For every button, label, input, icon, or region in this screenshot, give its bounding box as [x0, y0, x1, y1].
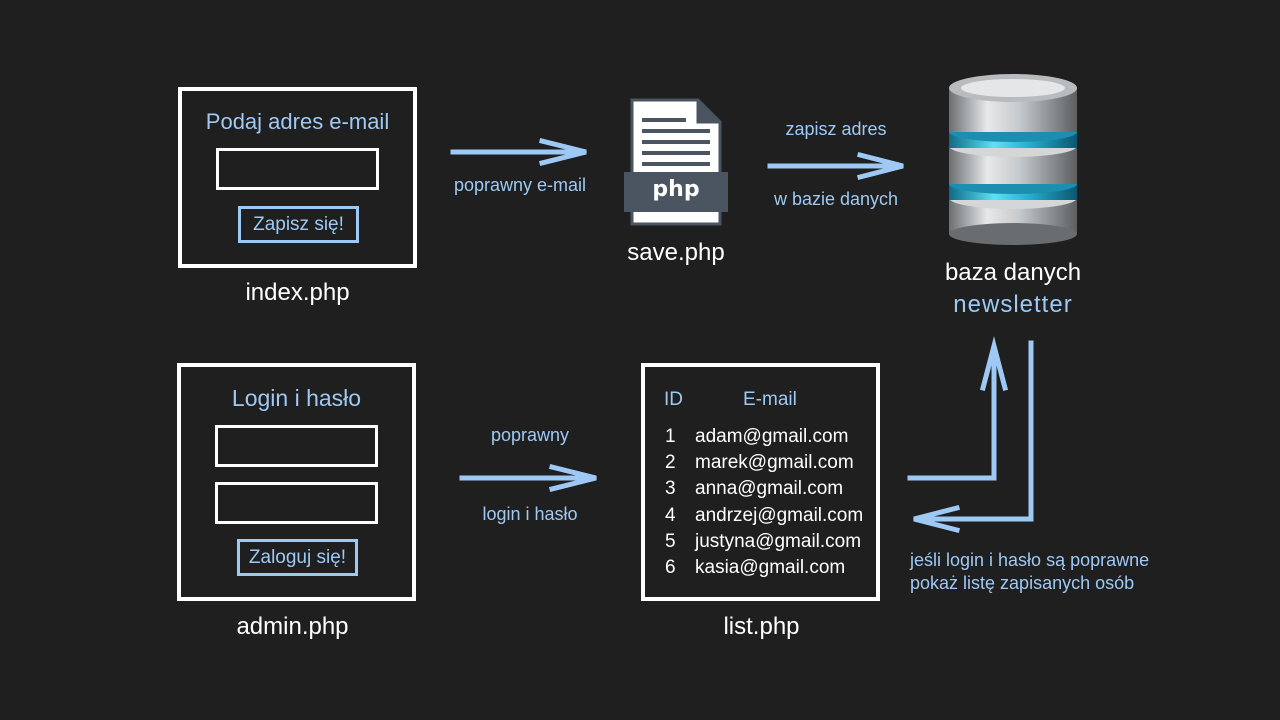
list-caption: list.php: [723, 613, 800, 640]
list-table-box: ID E-mail 1 adam@gmail.com 2 marek@gmail.co…: [641, 363, 880, 601]
list-row-id: 1: [665, 426, 676, 447]
arrow-list-to-db: [907, 336, 1009, 481]
arrow-db-to-list: [913, 340, 1034, 534]
list-row-id: 6: [665, 557, 676, 578]
arrow-admin-list-label-top: poprawny: [490, 425, 570, 445]
arrow-admin-list-label-bottom: login i hasło: [482, 504, 578, 524]
subscribe-button[interactable]: Zapisz się!: [238, 206, 359, 243]
arrow-list-db-note-line2: pokaż listę zapisanych osób: [910, 573, 1135, 593]
arrow-save-to-db: [767, 151, 904, 181]
login-button[interactable]: Zaloguj się!: [237, 539, 358, 576]
index-form-heading: Podaj adres e-mail: [205, 109, 390, 134]
arrow-index-to-save: [450, 137, 587, 167]
list-row-email: justyna@gmail.com: [695, 530, 862, 552]
index-caption: index.php: [245, 279, 350, 306]
password-field[interactable]: [215, 482, 378, 524]
save-caption: save.php: [627, 239, 725, 266]
php-file-icon: php: [620, 98, 732, 228]
arrow-list-db-note-line1: jeśli login i hasło są poprawne: [910, 550, 1150, 570]
arrow-admin-to-list: [459, 463, 597, 493]
index-form-box: Podaj adres e-mail Zapisz się!: [178, 87, 417, 268]
list-row-email: anna@gmail.com: [695, 478, 844, 500]
arrow-index-save-label: poprawny e-mail: [453, 175, 587, 195]
list-header-id: ID: [664, 389, 683, 410]
list-row-email: adam@gmail.com: [695, 426, 849, 447]
list-row-email: andrzej@gmail.com: [695, 504, 864, 526]
email-field[interactable]: [216, 148, 379, 190]
list-row-id: 5: [665, 530, 676, 552]
admin-caption: admin.php: [236, 613, 349, 640]
list-row-email: kasia@gmail.com: [695, 557, 846, 578]
php-badge-text: php: [652, 177, 700, 202]
list-row-id: 3: [665, 478, 676, 500]
arrow-save-db-label-bottom: w bazie danych: [773, 189, 899, 209]
list-header-email: E-mail: [743, 389, 797, 410]
admin-form-heading: Login i hasło: [231, 385, 362, 411]
database-caption-line1: baza danych: [944, 259, 1082, 286]
database-icon: [944, 70, 1082, 248]
login-field[interactable]: [215, 425, 378, 467]
list-row-id: 4: [665, 504, 676, 526]
list-row-id: 2: [665, 452, 676, 474]
arrow-save-db-label-top: zapisz adres: [785, 119, 887, 139]
admin-form-box: Login i hasło Zaloguj się!: [177, 363, 416, 601]
list-row-email: marek@gmail.com: [695, 452, 854, 474]
database-caption-line2: newsletter: [953, 291, 1073, 318]
